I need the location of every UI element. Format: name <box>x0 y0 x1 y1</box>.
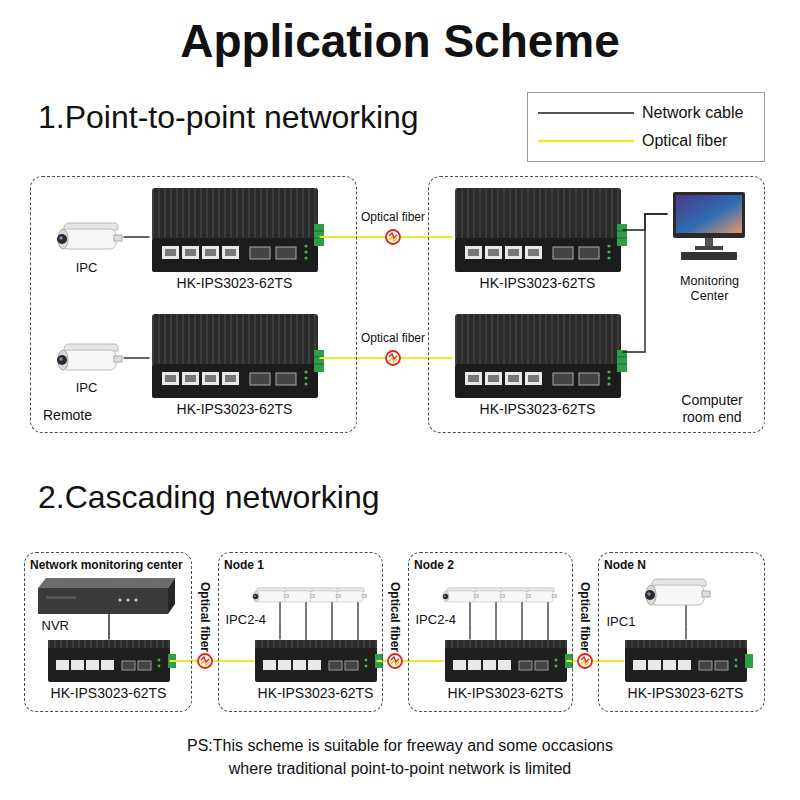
caption-wrap: PS:This scheme is suitable for freeway a… <box>0 734 800 780</box>
model-label: HK-IPS3023-62TS <box>628 685 744 702</box>
device-node: HK-IPS3023-62TS <box>150 186 320 292</box>
device-node: IPC1 <box>603 574 745 630</box>
section-heading: 2.Cascading networking <box>38 478 380 516</box>
nvr-device <box>38 578 175 634</box>
legend-swatch <box>536 101 636 125</box>
camera-label: IPC2-4 <box>226 612 266 628</box>
device-node: Monitoring Center <box>668 188 752 305</box>
legend-swatch <box>536 129 636 153</box>
legend-text: Network cable <box>642 103 743 122</box>
device-node: HK-IPS3023-62TS <box>453 186 623 292</box>
edge-label: Optical fiber <box>361 210 425 224</box>
group-title: Node N <box>604 558 646 572</box>
monitor-label: Monitoring Center <box>668 274 752 304</box>
model-label: HK-IPS3023-62TS <box>258 685 374 702</box>
fiber-icon <box>388 654 402 668</box>
camera-label: IPC <box>76 380 98 396</box>
switch-device <box>455 314 627 398</box>
legend-text-wrap: Optical fiber <box>642 131 727 150</box>
device-node: IPC2-4 <box>222 580 378 628</box>
legend-text-wrap: Network cable <box>642 103 743 122</box>
model-label: HK-IPS3023-62TS <box>177 275 293 292</box>
switch-device <box>152 188 324 272</box>
page-title: Application Scheme <box>180 14 620 69</box>
switch-device <box>152 314 324 398</box>
camera <box>57 223 122 249</box>
device-node: HK-IPS3023-62TS <box>150 312 320 418</box>
group-box: Remote IPC HK-IPS3023-62TS IPC HK-IPS3023-62… <box>30 176 357 433</box>
legend-box: Network cableOptical fiber <box>527 92 765 162</box>
cable-link <box>108 634 109 640</box>
switch-device <box>48 640 176 682</box>
model-label: HK-IPS3023-62TS <box>51 685 167 702</box>
edge-label: Optical fiber <box>361 331 425 345</box>
cable-link <box>623 214 668 352</box>
fiber-icon <box>386 351 400 365</box>
group-label: Remote <box>43 407 92 424</box>
device-node: IPC <box>50 334 124 396</box>
edge-label: Optical fiber <box>388 582 402 652</box>
switch-device <box>625 640 753 682</box>
fiber-icon <box>386 230 400 244</box>
section-heading-wrap: 1.Point-to-point networking <box>38 98 419 136</box>
camera <box>645 579 710 605</box>
device-node: HK-IPS3023-62TS <box>625 640 747 702</box>
model-label: HK-IPS3023-62TS <box>448 685 564 702</box>
group-box: Computer room end HK-IPS3023-62TS HK-IPS30… <box>428 176 765 433</box>
device-node: IPC <box>50 214 124 276</box>
group-title: Network monitoring center <box>30 558 183 572</box>
group-title: Node 2 <box>414 558 454 572</box>
legend-row: Network cable <box>528 101 764 125</box>
switch-device <box>255 640 383 682</box>
legend-line <box>538 140 634 143</box>
edge-label: Optical fiber <box>198 582 212 652</box>
monitor <box>673 192 745 260</box>
group-box: Network monitoring centerNVR HK-IPS3023-6… <box>24 552 192 712</box>
switch-device <box>455 188 627 272</box>
cable-link <box>279 628 280 640</box>
group-box: Node 2 IPC2-4HK-IPS3023-62TS <box>408 552 573 712</box>
group-box: Node 1 IPC2-4HK-IPS3023-62TS <box>218 552 383 712</box>
device-node: HK-IPS3023-62TS <box>255 640 377 702</box>
cable-link <box>685 630 686 640</box>
camera <box>57 344 122 370</box>
camera <box>253 588 289 602</box>
camera-wires <box>280 600 686 640</box>
fiber-link <box>377 660 445 662</box>
title-wrap: Application Scheme <box>0 14 800 69</box>
model-label: HK-IPS3023-62TS <box>480 401 596 418</box>
nvr-label: NVR <box>42 618 69 634</box>
device-node: NVR <box>36 576 180 634</box>
legend-row: Optical fiber <box>528 129 764 153</box>
switch-device <box>445 640 573 682</box>
legend-text: Optical fiber <box>642 131 727 150</box>
device-node: HK-IPS3023-62TS <box>48 640 170 702</box>
caption: PS:This scheme is suitable for freeway a… <box>175 734 625 780</box>
edge-label: Optical fiber <box>578 582 592 652</box>
cable-link <box>124 236 150 237</box>
group-label: Computer room end <box>672 392 752 426</box>
group-title: Node 1 <box>224 558 264 572</box>
camera <box>443 588 479 602</box>
legend-line <box>538 112 634 114</box>
camera-label: IPC1 <box>607 614 636 630</box>
model-label: HK-IPS3023-62TS <box>177 401 293 418</box>
group-box: Node N IPC1HK-IPS3023-62TS <box>598 552 765 712</box>
fiber-icon <box>578 654 592 668</box>
fiber-icon <box>198 654 212 668</box>
device-node: HK-IPS3023-62TS <box>453 312 623 418</box>
section-heading: 1.Point-to-point networking <box>38 98 419 136</box>
model-label: HK-IPS3023-62TS <box>480 275 596 292</box>
camera-label: IPC <box>76 260 98 276</box>
cable-link <box>469 628 470 640</box>
device-node: IPC2-4 <box>412 580 568 628</box>
camera-label: IPC2-4 <box>416 612 456 628</box>
fiber-link <box>567 660 625 662</box>
device-node: HK-IPS3023-62TS <box>445 640 567 702</box>
cable-link <box>124 357 150 358</box>
section-heading-wrap: 2.Cascading networking <box>38 478 380 516</box>
